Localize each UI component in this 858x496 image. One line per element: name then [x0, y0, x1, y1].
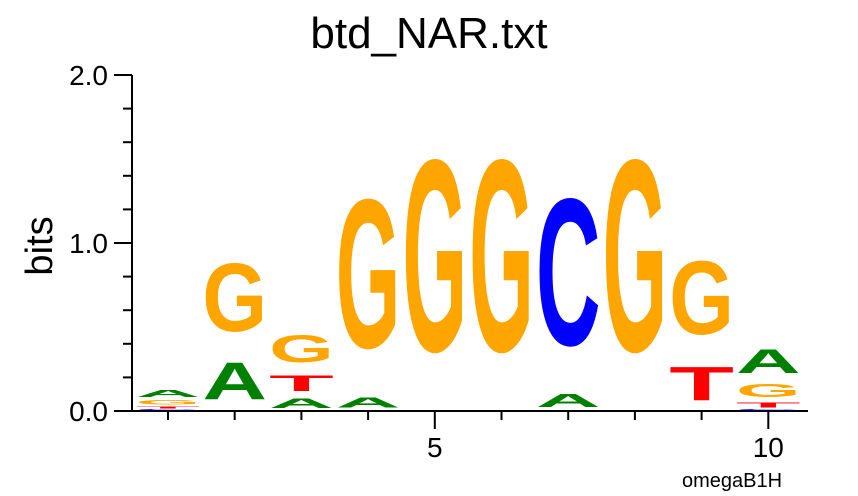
- logo-letter-G: G: [669, 240, 734, 358]
- logo-letter-T: T: [269, 371, 334, 396]
- logo-letter-A: A: [336, 394, 401, 411]
- logo-letter-G: G: [269, 327, 334, 371]
- logo-letter-G: G: [736, 381, 801, 401]
- logo-letter-C: C: [136, 409, 201, 411]
- y-tick-label: 2.0: [69, 60, 108, 91]
- y-axis-label: bits: [19, 216, 61, 275]
- logo-letter-A: A: [536, 391, 601, 411]
- footer-label: omegaB1H: [682, 470, 782, 492]
- logo-letter-A: A: [202, 352, 267, 411]
- logo-letter-G: G: [402, 102, 467, 409]
- logo-letter-G: G: [136, 399, 201, 406]
- logo-letter-T: T: [669, 358, 734, 411]
- logo-letter-G: G: [603, 102, 668, 409]
- logo-letter-G: G: [202, 244, 267, 353]
- x-tick-label: 5: [427, 432, 443, 463]
- y-tick-label: 0.0: [69, 396, 108, 427]
- chart-title: btd_NAR.txt: [310, 9, 547, 58]
- x-tick-label: 10: [753, 432, 784, 463]
- logo-letter-C: C: [536, 156, 601, 390]
- logo-letter-T: T: [736, 401, 801, 409]
- y-tick-label: 1.0: [69, 228, 108, 259]
- axes: 0.0 1.0 2.0 5 10: [69, 60, 808, 463]
- logo-letter-A: A: [269, 396, 334, 411]
- logo-letter-A: A: [736, 343, 801, 381]
- logo-letter-G: G: [336, 156, 401, 393]
- logo-letter-G: G: [469, 102, 534, 409]
- logo-letter-C: C: [736, 409, 801, 411]
- logo-letter-A: A: [136, 387, 201, 399]
- logo-letter-T: T: [136, 406, 201, 409]
